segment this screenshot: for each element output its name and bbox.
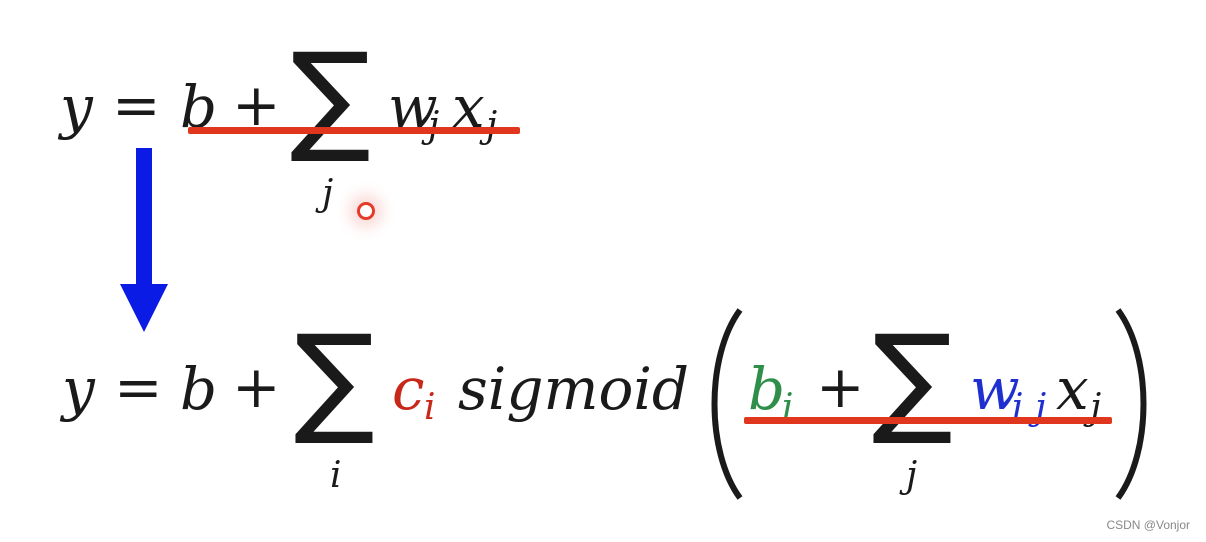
eq2-sum-subscript: i bbox=[330, 455, 342, 496]
cursor-dot-icon bbox=[357, 202, 375, 220]
eq2-c: c bbox=[392, 355, 425, 423]
eq1-plus: + bbox=[232, 71, 281, 139]
right-paren-icon bbox=[1115, 308, 1147, 500]
eq2-plus-inner: + bbox=[816, 353, 865, 421]
watermark: CSDN @Vonjor bbox=[1106, 518, 1190, 532]
eq2-highlight-line bbox=[744, 417, 1112, 424]
eq2-y: y bbox=[62, 355, 95, 423]
eq1-y: y bbox=[60, 73, 93, 141]
eq1-b: b bbox=[180, 73, 218, 141]
eq2-sum-symbol: ∑ bbox=[294, 310, 375, 449]
down-arrow-icon bbox=[120, 148, 168, 332]
eq2-b: b bbox=[180, 355, 218, 423]
eq2-plus: + bbox=[232, 353, 281, 421]
eq1-w: w bbox=[388, 73, 438, 141]
eq2-equals: = bbox=[114, 353, 163, 421]
eq1-w-subscript: j bbox=[428, 105, 440, 146]
eq1-sum-symbol: ∑ bbox=[290, 28, 371, 167]
eq2-sigmoid: sigmoid bbox=[458, 355, 690, 423]
eq1-x-subscript: j bbox=[486, 105, 498, 146]
eq1-highlight-line bbox=[188, 127, 520, 134]
eq1-equals: = bbox=[112, 71, 161, 139]
eq1-x: x bbox=[452, 73, 485, 141]
eq2-x: x bbox=[1056, 355, 1089, 423]
eq2-w: w bbox=[970, 355, 1020, 423]
eq1-sum-subscript: j bbox=[322, 173, 334, 214]
left-paren-icon bbox=[711, 308, 743, 500]
eq2-b-i-subscript: i bbox=[782, 387, 794, 428]
eq2-b-i: b bbox=[748, 355, 786, 423]
eq2-c-subscript: i bbox=[424, 387, 436, 428]
eq2-inner-sum-subscript: j bbox=[906, 455, 918, 496]
eq2-x-subscript: j bbox=[1090, 387, 1102, 428]
